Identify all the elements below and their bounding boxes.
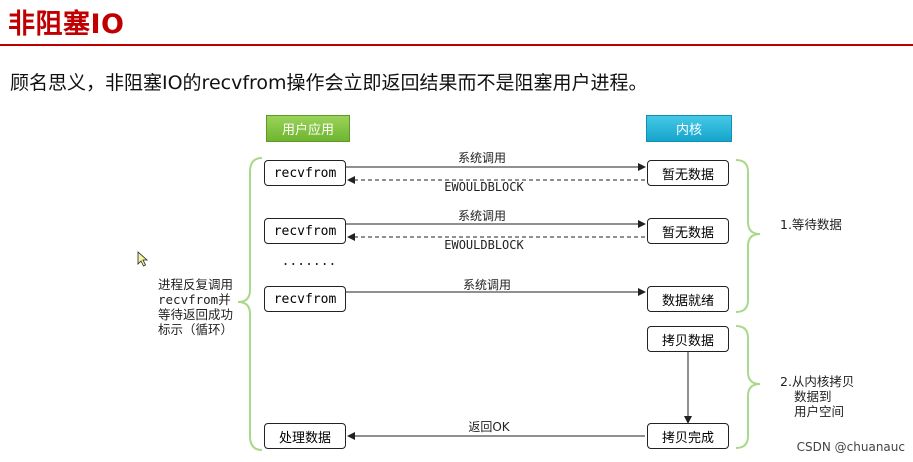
kernel-data-ready-box: 数据就绪 (647, 286, 729, 312)
title-divider (0, 44, 913, 46)
phase2-line: 数据到 (794, 389, 832, 404)
kernel-copy-done-box: 拷贝完成 (647, 423, 729, 449)
user-app-header: 用户应用 (266, 115, 350, 142)
phase1-label: 1.等待数据 (780, 217, 842, 232)
syscall-label-3: 系统调用 (462, 278, 512, 292)
ellipsis: ....... (281, 254, 337, 269)
loop-note-line: 标示（循环） (158, 322, 234, 337)
loop-note: 进程反复调用 recvfrom并 等待返回成功 标示（循环） (158, 277, 233, 337)
phase2-brace (735, 325, 761, 449)
kernel-copy-data-box: 拷贝数据 (647, 326, 729, 352)
return-ok-label: 返回OK (468, 420, 510, 434)
syscall-label-2: 系统调用 (457, 209, 507, 223)
mouse-cursor-icon (137, 251, 149, 267)
loop-note-line: 等待返回成功 (158, 307, 234, 322)
watermark: CSDN @chuanauc (796, 440, 905, 454)
ewouldblock-label-1: EWOULDBLOCK (444, 180, 524, 194)
process-data-box: 处理数据 (264, 423, 346, 449)
ewouldblock-label-2: EWOULDBLOCK (444, 238, 524, 252)
phase1-brace (735, 159, 761, 313)
recvfrom-box-2: recvfrom (264, 218, 346, 244)
page-title: 非阻塞IO (8, 9, 125, 40)
left-brace (237, 157, 263, 451)
phase2-line: 用户空间 (794, 404, 845, 419)
loop-note-line: recvfrom并 (158, 292, 231, 307)
kernel-no-data-box-1: 暂无数据 (647, 160, 729, 186)
phase2-label: 2.从内核拷贝 数据到 用户空间 (780, 374, 854, 419)
recvfrom-box-1: recvfrom (264, 160, 346, 186)
syscall-label-1: 系统调用 (457, 151, 507, 165)
kernel-no-data-box-2: 暂无数据 (647, 218, 729, 244)
loop-note-line: 进程反复调用 (158, 277, 234, 292)
page-subtitle: 顾名思义，非阻塞IO的recvfrom操作会立即返回结果而不是阻塞用户进程。 (10, 72, 648, 94)
recvfrom-box-3: recvfrom (264, 286, 346, 312)
phase2-line: 2.从内核拷贝 (780, 374, 855, 389)
kernel-header: 内核 (646, 115, 732, 142)
